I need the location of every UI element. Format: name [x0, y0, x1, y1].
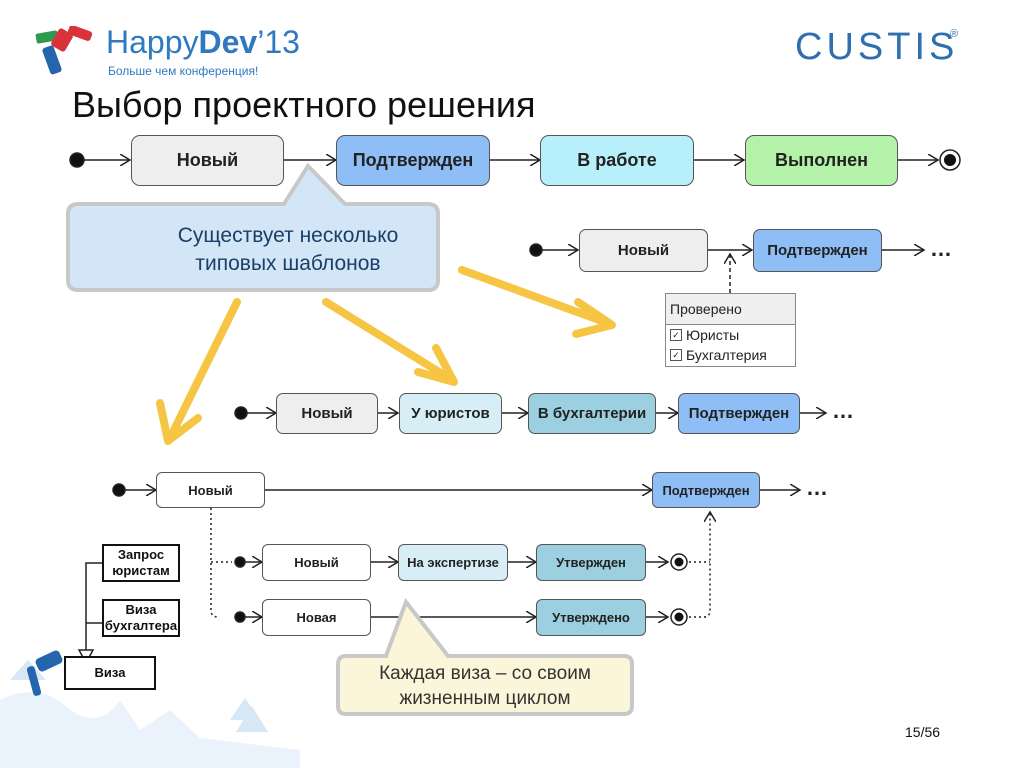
checklist-title: Проверено: [670, 301, 742, 317]
flow1-state-confirmed: Подтвержден: [336, 135, 490, 186]
checklist-item-label: Бухгалтерия: [686, 347, 767, 363]
checkbox-checked-icon: ✓: [670, 329, 682, 341]
sub2-state-new: Новая: [262, 599, 371, 636]
checklist-item-accounting: ✓ Бухгалтерия: [670, 347, 767, 363]
class-visa: Виза: [64, 656, 156, 690]
checklist-item-label: Юристы: [686, 327, 740, 343]
flow3-state-lawyers: У юристов: [399, 393, 502, 434]
brand-tagline: Больше чем конференция!: [108, 64, 259, 78]
happydev-logo-icon: [35, 26, 93, 75]
flow1-state-done: Выполнен: [745, 135, 898, 186]
flow4-ellipsis: …: [806, 475, 829, 500]
registered-mark: ®: [950, 28, 959, 40]
flow4-state-confirmed: Подтвержден: [652, 472, 760, 508]
sub1-state-expertise: На экспертизе: [398, 544, 508, 581]
verification-checklist: [665, 293, 796, 367]
sub2-state-approved: Утверждено: [536, 599, 646, 636]
callout-2-line2: жизненным циклом: [399, 688, 571, 709]
callout-2-line1: Каждая виза – со своим: [379, 663, 591, 684]
flow3-ellipsis: …: [832, 398, 855, 423]
sub1-state-approved: Утвержден: [536, 544, 646, 581]
flow2-state-new: Новый: [579, 229, 708, 272]
flow3-state-accounting: В бухгалтерии: [528, 393, 656, 434]
callout-1-line1: Существует несколько: [177, 224, 399, 247]
flow1-state-inwork: В работе: [540, 135, 694, 186]
class-accountant-visa: Виза бухгалтера: [102, 599, 180, 637]
flow1-state-new: Новый: [131, 135, 284, 186]
sub1-state-new: Новый: [262, 544, 371, 581]
flow2-ellipsis: …: [930, 236, 953, 261]
page-number: 15/56: [905, 724, 941, 740]
callout-1-line2: типовых шаблонов: [195, 252, 381, 275]
company-logo: CUSTIS: [795, 26, 959, 68]
winter-decoration-icon: [0, 650, 300, 768]
flow2-state-confirmed: Подтвержден: [753, 229, 882, 272]
checkbox-checked-icon: ✓: [670, 349, 682, 361]
brand-logo-text: HappyDev’13: [106, 24, 300, 60]
class-lawyer-request: Запрос юристам: [102, 544, 180, 582]
checklist-item-lawyers: ✓ Юристы: [670, 327, 739, 343]
flow3-state-new: Новый: [276, 393, 378, 434]
slide-title: Выбор проектного решения: [72, 84, 536, 125]
flow4-state-new: Новый: [156, 472, 265, 508]
flow3-state-confirmed: Подтвержден: [678, 393, 800, 434]
